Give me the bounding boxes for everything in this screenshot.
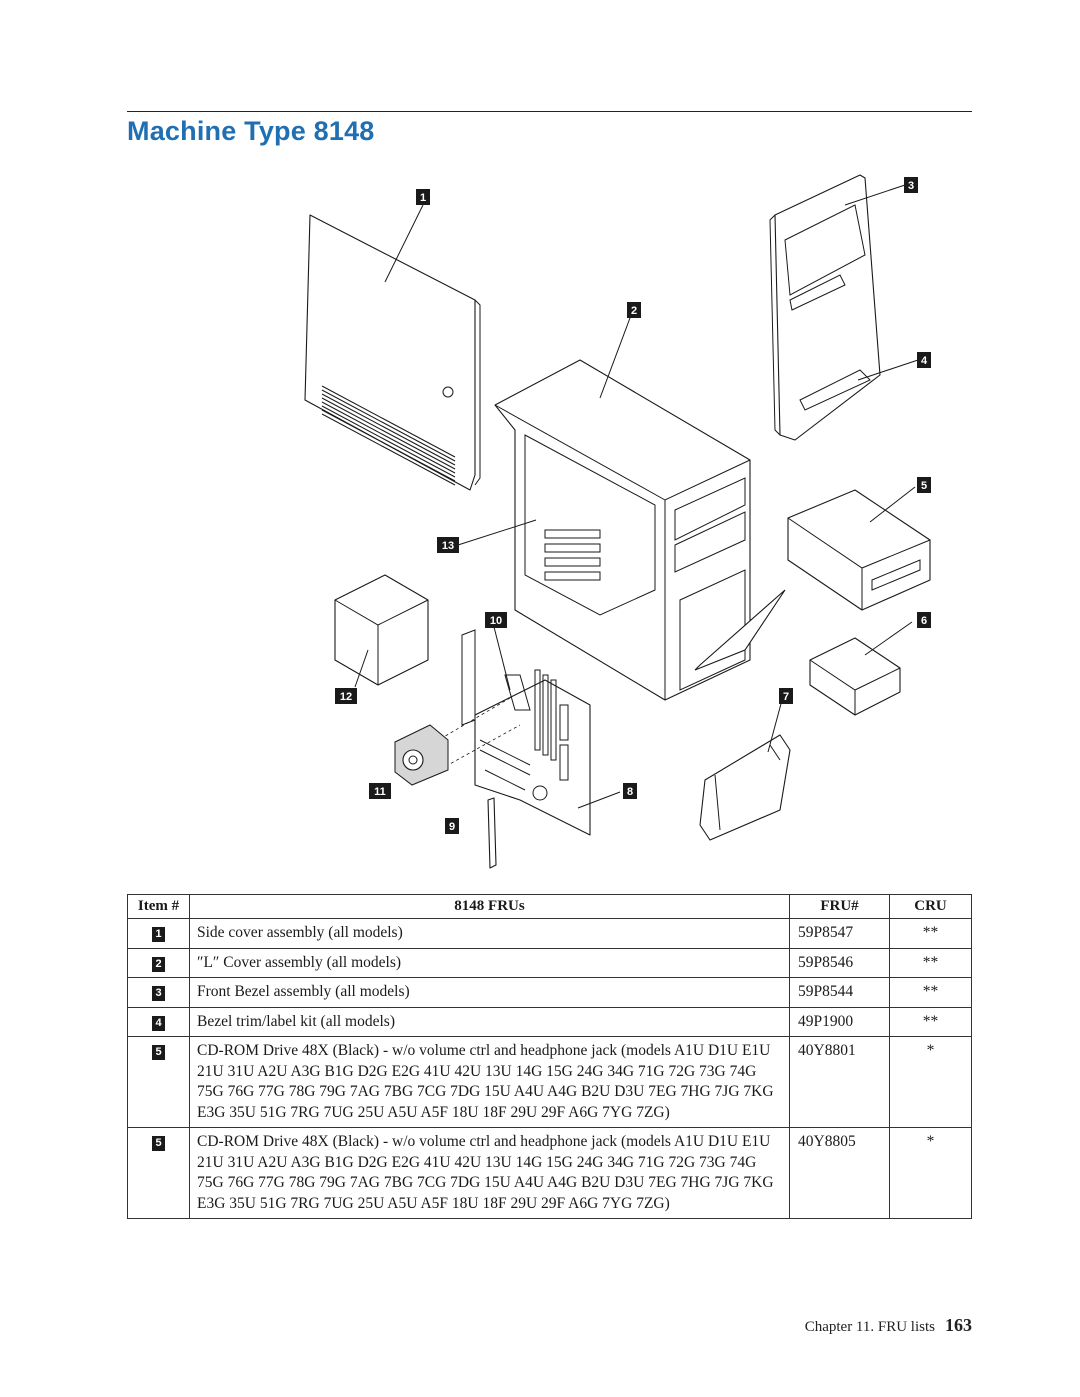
svg-text:4: 4 [921, 355, 928, 367]
row-description: Front Bezel assembly (all models) [189, 977, 790, 1008]
callout-3: 3 [904, 177, 918, 193]
svg-text:12: 12 [340, 691, 352, 703]
system-board-illustration [429, 622, 621, 836]
table-row: 3 Front Bezel assembly (all models) 59P8… [127, 977, 972, 1008]
row-description: CD-ROM Drive 48X (Black) - w/o volume ct… [189, 1036, 790, 1128]
page-footer: Chapter 11. FRU lists 163 [805, 1315, 972, 1336]
row-description: Side cover assembly (all models) [189, 918, 790, 949]
table-row: 4 Bezel trim/label kit (all models) 49P1… [127, 1006, 972, 1037]
svg-text:6: 6 [921, 615, 927, 627]
row-description: CD-ROM Drive 48X (Black) - w/o volume ct… [189, 1127, 790, 1219]
item-badge: 2 [152, 956, 165, 972]
callout-10: 10 [485, 612, 507, 628]
item-badge: 4 [152, 1015, 165, 1031]
svg-text:5: 5 [921, 480, 927, 492]
front-bezel-illustration [769, 174, 919, 441]
callout-7: 7 [779, 688, 793, 704]
svg-text:10: 10 [490, 615, 502, 627]
hard-disk-drive-illustration [699, 699, 791, 841]
svg-text:11: 11 [374, 786, 386, 798]
svg-text:7: 7 [783, 691, 789, 703]
header-cru: CRU [889, 894, 972, 919]
svg-text:1: 1 [420, 192, 426, 204]
callout-9: 9 [445, 818, 459, 834]
row-cru: ** [889, 918, 972, 949]
footer-chapter: Chapter 11. FRU lists [804, 1319, 935, 1335]
row-fru-number: 59P8546 [789, 947, 890, 978]
table-row: 5 CD-ROM Drive 48X (Black) - w/o volume … [127, 1036, 972, 1128]
diskette-drive-illustration [809, 621, 913, 716]
fru-table: Item # 8148 FRUs FRU# CRU 1 Side cover a… [127, 894, 972, 1219]
row-cru: * [889, 1036, 972, 1128]
header-frus: 8148 FRUs [189, 894, 790, 919]
item-badge: 5 [152, 1136, 165, 1151]
svg-text:13: 13 [442, 540, 454, 552]
header-fru-no: FRU# [789, 894, 890, 919]
row-fru-number: 59P8544 [789, 977, 890, 1008]
page-title: Machine Type 8148 [127, 116, 375, 146]
table-header-row: Item # 8148 FRUs FRU# CRU [127, 894, 972, 919]
callout-8: 8 [623, 783, 637, 799]
chassis-illustration [457, 317, 786, 701]
callout-6: 6 [917, 612, 931, 628]
item-badge: 5 [152, 1045, 165, 1060]
heat-sink-fan-illustration [394, 724, 449, 786]
row-fru-number: 40Y8805 [789, 1127, 890, 1219]
item-badge: 1 [152, 927, 165, 942]
table-row: 1 Side cover assembly (all models) 59P85… [127, 918, 972, 949]
row-fru-number: 40Y8801 [789, 1036, 890, 1128]
memory-module-illustration [487, 797, 497, 869]
callout-13: 13 [437, 537, 459, 553]
callout-4: 4 [917, 352, 931, 368]
header-item: Item # [127, 894, 190, 919]
row-cru: ** [889, 1006, 972, 1037]
page-number: 163 [945, 1315, 972, 1335]
svg-text:8: 8 [627, 786, 633, 798]
table-row: 2 ″L″ Cover assembly (all models) 59P854… [127, 947, 972, 978]
callout-11: 11 [369, 783, 391, 799]
callout-2: 2 [627, 302, 641, 318]
row-cru: * [889, 1127, 972, 1219]
callout-12: 12 [335, 688, 357, 704]
svg-text:3: 3 [908, 180, 914, 192]
item-badge: 3 [152, 986, 165, 1001]
svg-text:9: 9 [449, 821, 455, 833]
svg-text:2: 2 [631, 305, 637, 317]
row-description: Bezel trim/label kit (all models) [189, 1006, 790, 1037]
row-fru-number: 49P1900 [789, 1006, 890, 1037]
power-supply-illustration [334, 574, 429, 688]
table-row: 5 CD-ROM Drive 48X (Black) - w/o volume … [127, 1127, 972, 1219]
row-fru-number: 59P8547 [789, 918, 890, 949]
callout-5: 5 [917, 477, 931, 493]
row-cru: ** [889, 977, 972, 1008]
side-cover-illustration [304, 204, 481, 491]
row-description: ″L″ Cover assembly (all models) [189, 947, 790, 978]
exploded-parts-diagram: 1 2 3 4 5 6 7 8 9 10 11 12 13 [304, 174, 931, 869]
row-cru: ** [889, 947, 972, 978]
callout-1: 1 [416, 189, 430, 205]
title-rule [127, 111, 972, 112]
cdrom-drive-illustration [787, 486, 931, 611]
